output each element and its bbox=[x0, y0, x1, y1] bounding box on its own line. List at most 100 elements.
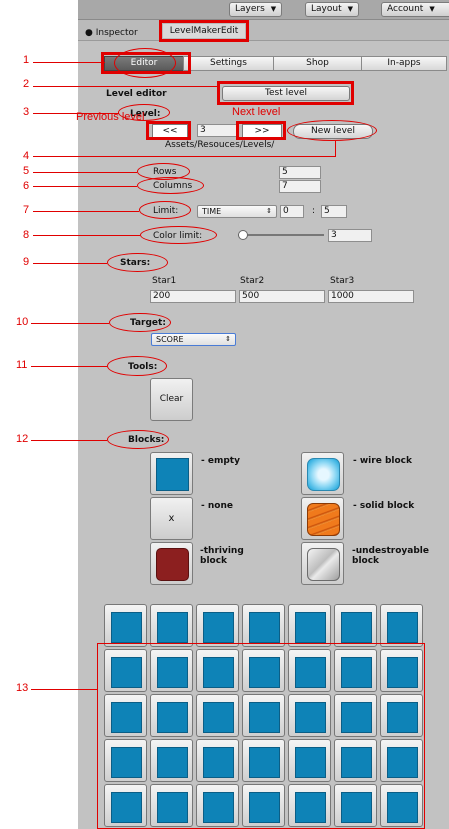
grid-cell[interactable] bbox=[196, 784, 239, 827]
annotation-number: 9 bbox=[23, 256, 30, 268]
grid-cell[interactable] bbox=[380, 784, 423, 827]
grid-cell[interactable] bbox=[334, 604, 377, 647]
thriving-block-button[interactable] bbox=[150, 542, 193, 585]
levels-path: Assets/Resouces/Levels/ bbox=[165, 140, 275, 150]
limit-minutes-field[interactable]: 0 bbox=[280, 205, 304, 218]
annotation-number: 8 bbox=[23, 229, 30, 241]
color-limit-field[interactable]: 3 bbox=[328, 229, 372, 242]
columns-field[interactable]: 7 bbox=[279, 180, 321, 193]
grid-cell[interactable] bbox=[288, 649, 331, 692]
chevron-down-icon: ▼ bbox=[270, 5, 277, 13]
grid-cell[interactable] bbox=[380, 694, 423, 737]
grid-cell[interactable] bbox=[196, 694, 239, 737]
annotation-ellipse bbox=[118, 104, 170, 121]
annotation-box bbox=[146, 121, 191, 140]
color-limit-slider-thumb[interactable] bbox=[238, 230, 248, 240]
tab-settings-label: Settings bbox=[210, 58, 247, 68]
tab-levelmakeredit-label: LevelMakerEdit bbox=[169, 26, 239, 36]
grid-cell[interactable] bbox=[242, 604, 285, 647]
grid-cell[interactable] bbox=[104, 784, 147, 827]
grid-cell[interactable] bbox=[242, 694, 285, 737]
level-number-field[interactable]: 3 bbox=[197, 124, 237, 137]
star2-field[interactable]: 500 bbox=[239, 290, 325, 303]
solid-block-button[interactable] bbox=[301, 497, 344, 540]
star3-field[interactable]: 1000 bbox=[328, 290, 414, 303]
clear-button[interactable]: Clear bbox=[150, 378, 193, 421]
grid-cell[interactable] bbox=[288, 784, 331, 827]
limit-seconds-field[interactable]: 5 bbox=[321, 205, 347, 218]
grid-cell[interactable] bbox=[334, 739, 377, 782]
tab-shop[interactable]: Shop bbox=[273, 56, 362, 71]
grid-cell[interactable] bbox=[334, 649, 377, 692]
tab-settings[interactable]: Settings bbox=[183, 56, 274, 71]
annotation-box bbox=[217, 81, 354, 105]
annotation-number: 6 bbox=[23, 180, 30, 192]
star1-field[interactable]: 200 bbox=[150, 290, 236, 303]
empty-block-icon bbox=[295, 702, 326, 733]
annotation-box bbox=[97, 643, 425, 829]
empty-block-icon bbox=[157, 702, 188, 733]
undestroyable-block-label-line2: block bbox=[352, 556, 380, 566]
empty-block-button[interactable] bbox=[150, 452, 193, 495]
grid-cell[interactable] bbox=[288, 604, 331, 647]
target-select[interactable]: SCORE⇕ bbox=[151, 333, 236, 346]
empty-block-icon bbox=[387, 747, 418, 778]
grid-cell[interactable] bbox=[242, 649, 285, 692]
color-limit-slider[interactable] bbox=[238, 234, 324, 236]
grid-cell[interactable] bbox=[242, 784, 285, 827]
grid-cell[interactable] bbox=[288, 739, 331, 782]
annotation-line bbox=[33, 172, 137, 173]
grid-cell[interactable] bbox=[334, 694, 377, 737]
layers-dropdown[interactable]: Layers▼ bbox=[229, 2, 283, 17]
grid-cell[interactable] bbox=[242, 739, 285, 782]
grid-cell[interactable] bbox=[334, 784, 377, 827]
grid-cell[interactable] bbox=[150, 694, 193, 737]
wire-block-button[interactable] bbox=[301, 452, 344, 495]
empty-block-icon bbox=[249, 612, 280, 643]
annotation-ellipse bbox=[114, 48, 176, 78]
empty-block-icon bbox=[157, 792, 188, 823]
grid-cell[interactable] bbox=[104, 694, 147, 737]
annotation-next-level: Next level bbox=[232, 106, 281, 118]
empty-block-icon bbox=[157, 612, 188, 643]
grid-cell[interactable] bbox=[150, 649, 193, 692]
grid-cell[interactable] bbox=[380, 604, 423, 647]
grid-cell[interactable] bbox=[104, 604, 147, 647]
wire-block-icon bbox=[307, 458, 340, 491]
grid-cell[interactable] bbox=[380, 739, 423, 782]
annotation-number: 1 bbox=[23, 54, 30, 66]
empty-block-icon bbox=[249, 657, 280, 688]
account-label: Account bbox=[387, 4, 424, 14]
annotation-line bbox=[335, 141, 336, 156]
annotation-number: 7 bbox=[23, 204, 30, 216]
annotation-ellipse bbox=[107, 356, 167, 376]
none-block-button[interactable]: x bbox=[150, 497, 193, 540]
grid-cell[interactable] bbox=[150, 739, 193, 782]
annotation-ellipse bbox=[287, 120, 377, 141]
undestroyable-block-button[interactable] bbox=[301, 542, 344, 585]
grid-cell[interactable] bbox=[104, 739, 147, 782]
grid-cell[interactable] bbox=[196, 604, 239, 647]
grid-cell[interactable] bbox=[380, 649, 423, 692]
rows-field[interactable]: 5 bbox=[279, 166, 321, 179]
account-dropdown[interactable]: Account▼ bbox=[381, 2, 449, 17]
star1-label: Star1 bbox=[152, 276, 177, 286]
tab-inspector-label: Inspector bbox=[95, 28, 138, 38]
annotation-ellipse bbox=[107, 430, 169, 449]
grid-cell[interactable] bbox=[150, 784, 193, 827]
limit-type-select[interactable]: TIME⇕ bbox=[197, 205, 277, 218]
test-level-button[interactable]: Test level bbox=[222, 86, 350, 101]
tab-inspector[interactable]: ● Inspector bbox=[85, 26, 138, 41]
grid-cell[interactable] bbox=[288, 694, 331, 737]
empty-block-icon bbox=[111, 747, 142, 778]
grid-cell[interactable] bbox=[196, 649, 239, 692]
tab-levelmakeredit[interactable]: LevelMakerEdit bbox=[163, 24, 245, 38]
empty-block-icon bbox=[203, 612, 234, 643]
annotation-line bbox=[33, 113, 119, 114]
layout-dropdown[interactable]: Layout▼ bbox=[305, 2, 359, 17]
grid-cell[interactable] bbox=[104, 649, 147, 692]
grid-cell[interactable] bbox=[150, 604, 193, 647]
grid-cell[interactable] bbox=[196, 739, 239, 782]
tab-in-apps[interactable]: In-apps bbox=[361, 56, 447, 71]
empty-block-icon bbox=[249, 747, 280, 778]
